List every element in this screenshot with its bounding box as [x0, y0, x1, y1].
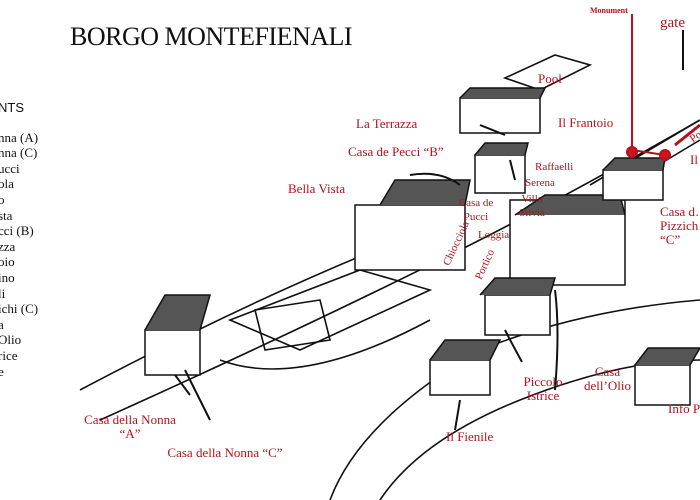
gate-marker	[659, 149, 671, 161]
arrows	[174, 30, 684, 431]
label-piccolo-istrice: Piccolo Istrice	[523, 374, 563, 403]
label-casa-pizzichi: Casa d… Pizzich… “C”	[660, 204, 700, 247]
label-il-frantoio: Il Frantoio	[558, 115, 614, 130]
label-il-right: Il	[690, 152, 698, 167]
label-casa-nonna-c: Casa della Nonna “C”	[167, 445, 283, 460]
label-gate: gate	[660, 15, 685, 31]
label-monument: Monument	[590, 6, 628, 15]
label-casa-de-pucci: Casa de Pucci	[458, 197, 494, 223]
road	[79, 239, 401, 391]
legend-item: e	[0, 363, 4, 379]
legend-item: zza	[0, 238, 16, 254]
legend-item: cci (B)	[0, 223, 34, 239]
legend-header: NTS	[0, 100, 24, 115]
monument-marker	[626, 146, 638, 158]
label-villa-silvia: Villa Silvia	[519, 193, 545, 219]
legend-item: ino	[0, 269, 15, 285]
legend-item: rice	[0, 347, 18, 363]
legend-item: ichi (C)	[0, 301, 39, 317]
legend-item: ola	[0, 176, 14, 192]
label-bella-vista: Bella Vista	[288, 181, 346, 196]
legend-item: o	[0, 191, 5, 207]
label-la-terrazza: La Terrazza	[356, 116, 418, 131]
label-casa-pecci-b: Casa de Pecci “B”	[348, 144, 444, 159]
legend-item: sta	[0, 207, 13, 223]
legend-item: nna (A)	[0, 129, 39, 145]
label-il-fienile: Il Fienile	[446, 429, 494, 444]
legend: NTS nna (A) nna (C) ucci ola o sta cci (…	[0, 100, 38, 379]
label-serena: Serena	[525, 177, 555, 189]
label-pool: Pool	[538, 71, 562, 86]
legend-item: ucci	[0, 160, 20, 176]
pool-upper	[502, 54, 593, 91]
label-casa-nonna-a: Casa della Nonna “A”	[84, 412, 176, 441]
buildings	[144, 87, 700, 406]
legend-item: li	[0, 285, 6, 301]
wall	[219, 319, 431, 370]
label-raffaelli: Raffaelli	[535, 161, 574, 173]
legend-item: nna (C)	[0, 145, 38, 161]
terrace	[227, 269, 433, 351]
label-loggia: Loggia	[478, 229, 510, 241]
label-casa-olio: Casa dell’Olio	[584, 364, 631, 393]
legend-item: oio	[0, 254, 15, 270]
map-title: BORGO MONTEFIENALI	[70, 22, 353, 51]
label-info: Info P	[668, 401, 700, 416]
legend-item: a	[0, 316, 4, 332]
pool-lower	[254, 299, 331, 351]
legend-item: Olio	[0, 332, 22, 348]
